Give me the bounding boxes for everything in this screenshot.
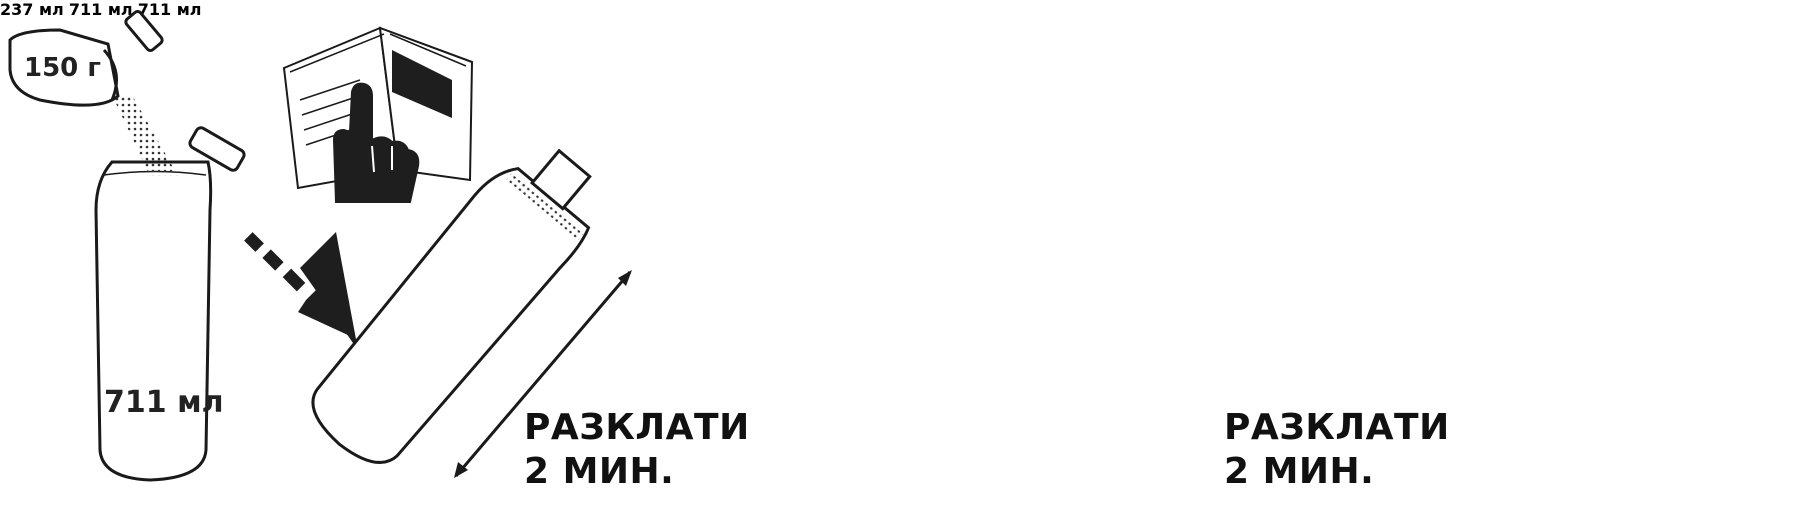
shake-duration-1: 2 МИН. bbox=[524, 451, 675, 492]
step-1-add-powder: 150 г 711 мл bbox=[8, 10, 246, 482]
powder-amount-label: 150 г bbox=[24, 53, 101, 83]
bottle-volume-label-5: 711 мл bbox=[137, 0, 202, 19]
water-amount-label: 237 мл bbox=[0, 0, 64, 19]
bottle-step2 bbox=[311, 166, 591, 464]
instruction-booklet-icon bbox=[282, 26, 474, 203]
step-2-shake bbox=[311, 148, 632, 478]
shake-label-2: РАЗКЛАТИ bbox=[1224, 407, 1450, 448]
tablet-piece: 711 мл bbox=[69, 0, 138, 19]
bottle-volume-label-1: 711 мл bbox=[104, 385, 224, 420]
powder-scoop-icon: 150 г bbox=[8, 28, 120, 107]
shake-direction-arrow bbox=[454, 270, 632, 478]
shake-instruction-1: РАЗКЛАТИ 2 МИН. bbox=[524, 406, 750, 494]
shake-duration-2: 2 МИН. bbox=[1224, 451, 1375, 492]
bottle-volume-label-3: 711 мл bbox=[68, 0, 133, 19]
bottle-step1 bbox=[94, 160, 213, 482]
bottle-step3: 237 мл 711 мл bbox=[0, 0, 138, 19]
shake-arrow-icon bbox=[244, 232, 358, 350]
tablet-piece bbox=[188, 126, 246, 172]
shake-instruction-2: РАЗКЛАТИ 2 МИН. bbox=[1224, 406, 1450, 494]
step-3-add-water: 237 мл 711 мл bbox=[0, 0, 138, 19]
shake-label-1: РАЗКЛАТИ bbox=[524, 407, 750, 448]
tablet-piece bbox=[124, 10, 164, 52]
water-stream: 237 мл 711 мл bbox=[0, 0, 138, 19]
bottle-step5: 711 мл bbox=[138, 0, 202, 19]
step-5-spray-or-brush: 711 мл bbox=[138, 0, 202, 19]
water-jug-icon: 237 мл bbox=[0, 0, 69, 19]
powder-stream bbox=[112, 95, 178, 176]
pointing-hand-icon bbox=[332, 82, 420, 203]
